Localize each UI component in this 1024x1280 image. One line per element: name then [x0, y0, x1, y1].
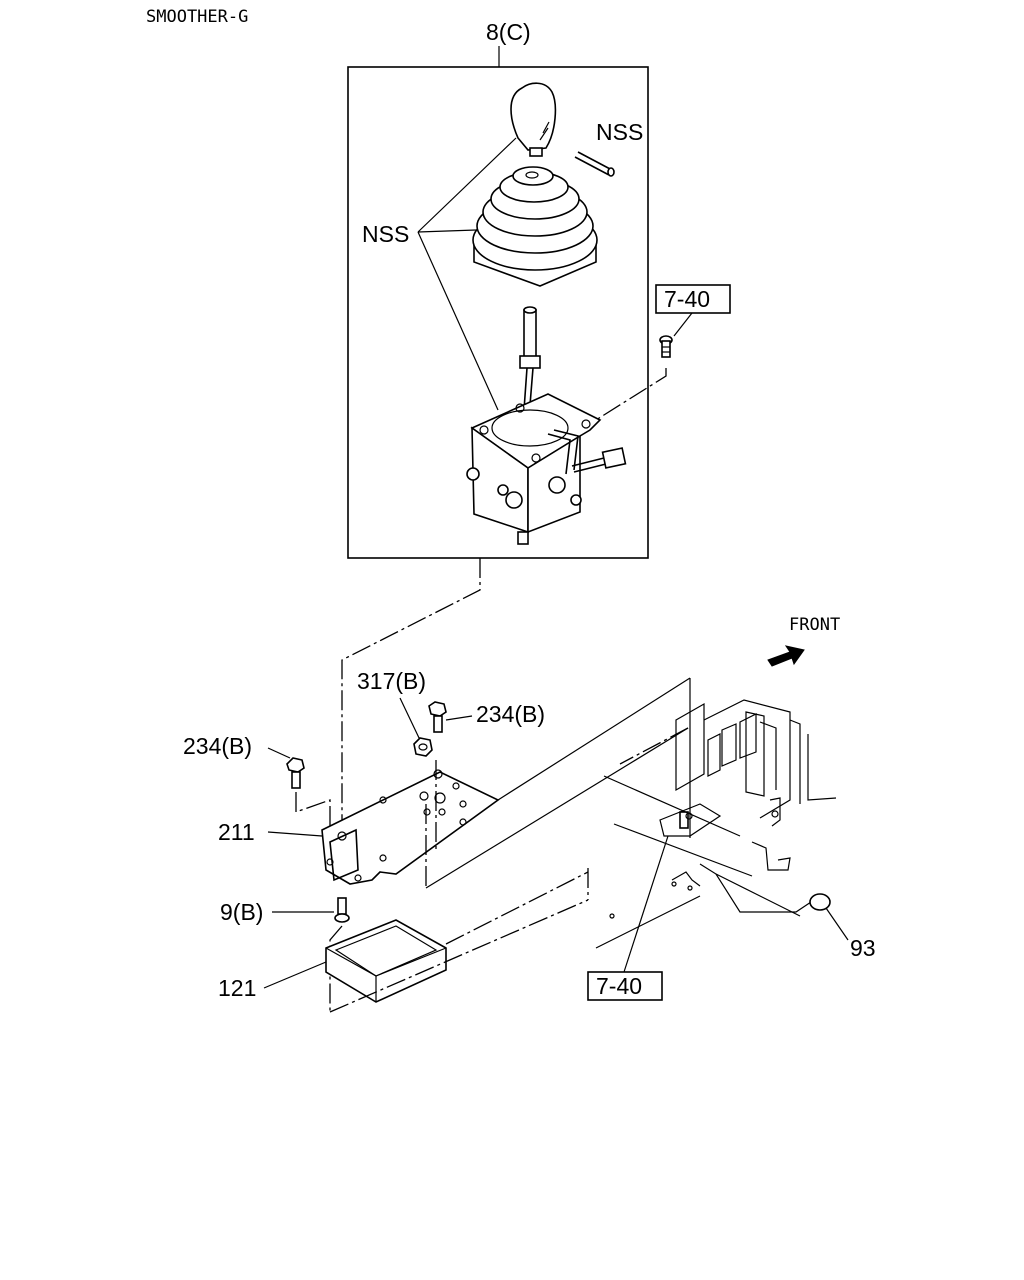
- seal-121: [325, 919, 447, 1003]
- bolt-234-left: [286, 757, 305, 789]
- centerline-bolt-9: [329, 925, 343, 1012]
- leader-seal-121: [263, 961, 327, 989]
- bolt-234-right: [428, 701, 447, 733]
- centerline-guide-3: [329, 899, 589, 1013]
- ref-box-lower: [587, 971, 663, 1001]
- label-bolt-234-right: 234(B): [476, 701, 545, 727]
- centerline-valve: [341, 558, 481, 838]
- bracket-211: [321, 769, 500, 885]
- leader-cap-93: [825, 907, 849, 941]
- label-ref-upper: 7-40: [664, 286, 710, 312]
- bolt-9: [334, 897, 350, 923]
- nss-pin: [574, 151, 615, 177]
- centerline-guide-2: [445, 871, 589, 945]
- nut-317: [413, 737, 433, 757]
- centerline-screw: [595, 368, 667, 421]
- guide-line-upper: [497, 677, 691, 801]
- guide-line-lower: [425, 727, 689, 889]
- leader-nut-317: [399, 697, 421, 741]
- label-nss-boot: NSS: [362, 221, 409, 247]
- ref-box-upper: [655, 284, 731, 314]
- knob: [510, 82, 557, 157]
- console-structure: [595, 699, 837, 949]
- label-cap-93: 93: [850, 935, 876, 961]
- label-bolt-234-left: 234(B): [183, 733, 252, 759]
- leader-bolt-234-left: [267, 747, 291, 759]
- lever-assembly-box: [347, 66, 649, 559]
- label-bolt-9: 9(B): [220, 899, 263, 925]
- rubber-boot: [472, 166, 598, 287]
- screw-upper: [659, 335, 673, 358]
- label-nss-pin: NSS: [596, 119, 643, 145]
- label-seal-121: 121: [218, 975, 256, 1001]
- leader-ref-lower: [623, 835, 669, 973]
- cap-93: [809, 893, 831, 911]
- label-nut-317: 317(B): [357, 668, 426, 694]
- leader-bolt-234-right: [445, 715, 473, 721]
- centerline-bolt-left: [295, 792, 331, 830]
- leader-ref-upper: [673, 312, 693, 337]
- centerline-floor: [619, 727, 689, 765]
- front-arrow: [767, 645, 805, 667]
- pilot-valve: [466, 306, 627, 545]
- front-label: FRONT: [789, 615, 840, 635]
- label-ref-lower: 7-40: [596, 973, 642, 999]
- leaders-nss: [417, 137, 517, 411]
- label-bracket-211: 211: [218, 819, 255, 845]
- label-lever-assembly: 8(C): [486, 19, 531, 45]
- diagram-title: SMOOTHER-G: [146, 7, 248, 27]
- leader-bracket-211: [267, 831, 323, 837]
